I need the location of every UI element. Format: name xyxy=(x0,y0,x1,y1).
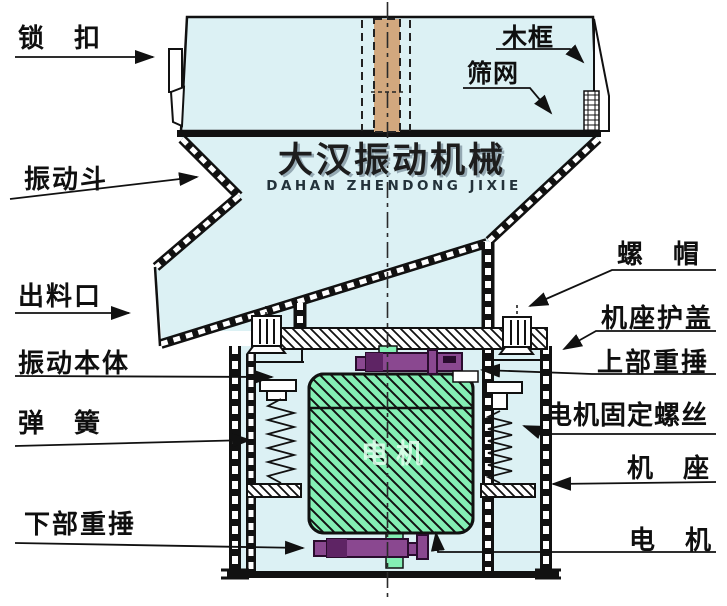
hopper-chute-band xyxy=(159,238,489,349)
label-base-cover: 机座护盖 xyxy=(601,303,713,334)
vibration-hopper-walls xyxy=(152,135,602,349)
leader-base-cover xyxy=(562,330,716,350)
leader-motor-fix-screw xyxy=(522,425,716,439)
leader-upper-weight xyxy=(480,363,716,378)
nut-right xyxy=(498,305,535,355)
hopper-band-upper-left xyxy=(178,135,243,200)
label-motor: 电 机 xyxy=(629,526,713,556)
label-base: 机 座 xyxy=(627,453,711,484)
labels: 锁 扣 木框 筛网 振动斗 出料口 螺 帽 机座护盖 振动本体 上部重捶 弹 簧… xyxy=(18,23,713,556)
leader-lines xyxy=(9,44,717,555)
leader-screen-mesh xyxy=(463,87,553,115)
leader-motor xyxy=(430,531,716,553)
nut-left xyxy=(246,306,287,354)
leader-spring xyxy=(14,433,252,448)
spring-left xyxy=(246,379,302,498)
leader-vibration-hopper xyxy=(9,172,199,200)
leader-nut xyxy=(528,269,716,307)
upper-weight xyxy=(355,349,479,383)
label-nut: 螺 帽 xyxy=(617,240,701,270)
label-upper-weight: 上部重捶 xyxy=(597,348,709,378)
label-vibration-hopper: 振动斗 xyxy=(24,165,108,195)
watermark-cn: 大汉振动机械 xyxy=(278,141,506,181)
watermark: 大汉振动机械 大汉振动机械 DAHAN ZHENDONG JIXIE xyxy=(266,141,521,194)
spring-right xyxy=(480,381,536,498)
watermark-cn-shadow: 大汉振动机械 xyxy=(280,143,508,183)
hopper-band-right xyxy=(485,135,602,245)
screen-mesh-line xyxy=(177,130,601,137)
base-cover-bar xyxy=(260,327,548,350)
spring-shelf-left xyxy=(246,483,302,498)
label-spring: 弹 簧 xyxy=(18,408,102,439)
spring-shelf-right xyxy=(480,483,536,498)
label-discharge-outlet: 出料口 xyxy=(18,282,102,312)
discharge-outlet-edge xyxy=(153,266,162,347)
hopper-band-lower-left xyxy=(152,192,243,271)
sieve-box xyxy=(168,15,610,137)
label-lock: 锁 扣 xyxy=(18,23,102,54)
label-motor-fix-screw: 电机固定螺丝 xyxy=(546,400,708,431)
base-bottom-plate xyxy=(227,571,558,578)
label-lower-weight: 下部重捶 xyxy=(24,510,136,540)
motor-body: 电机 xyxy=(307,345,475,569)
label-screen-mesh: 筛网 xyxy=(467,59,519,88)
leader-wood-frame xyxy=(496,44,585,64)
leader-lower-weight xyxy=(14,540,305,555)
label-vibration-body: 振动本体 xyxy=(18,349,130,379)
wood-frame xyxy=(583,18,610,132)
label-wood-frame: 木框 xyxy=(501,23,554,52)
motor-inner-label: 电机 xyxy=(361,439,431,470)
leader-vibration-body xyxy=(14,369,274,384)
lock-buckle xyxy=(168,48,186,128)
motor-fixing-bracket xyxy=(491,392,508,410)
watermark-en: DAHAN ZHENDONG JIXIE xyxy=(266,178,521,194)
leader-base xyxy=(551,476,717,491)
